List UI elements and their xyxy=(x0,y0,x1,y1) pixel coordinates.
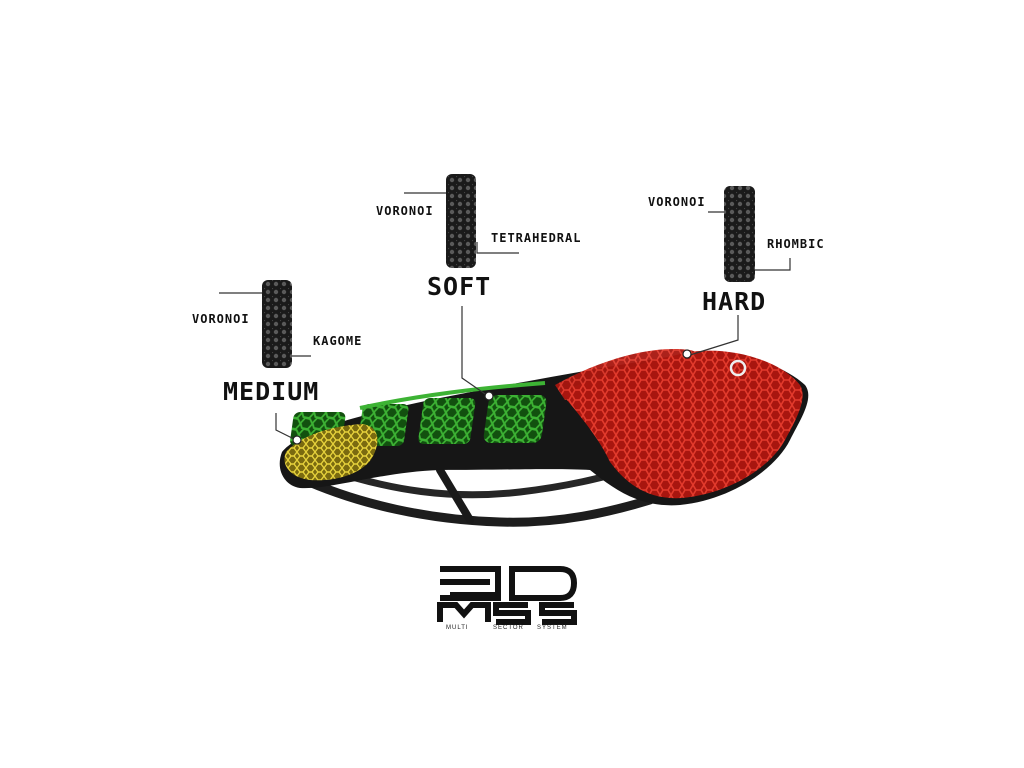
medium-zone-title: MEDIUM xyxy=(223,377,320,406)
lattice-sample-icon xyxy=(446,174,476,268)
hard-structure-a-label: VORONOI xyxy=(648,195,706,209)
soft-structure-a-label: VORONOI xyxy=(376,204,434,218)
soft-structure-b-label: TETRAHEDRAL xyxy=(491,231,582,245)
medium-structure-a-label: VORONOI xyxy=(192,312,250,326)
soft-zone-title: SOFT xyxy=(427,272,492,301)
brand-emblem-icon xyxy=(729,359,747,377)
medium-zone-lattice xyxy=(284,424,378,481)
logo-word-system: SYSTEM xyxy=(537,625,568,631)
callout-dots xyxy=(292,349,692,445)
hard-zone-lattice xyxy=(560,350,803,499)
logo-word-sector: SECTOR xyxy=(493,625,524,631)
hard-structure-b-label: RHOMBIC xyxy=(767,237,825,251)
lattice-sample-icon xyxy=(262,280,292,368)
saddle-rails xyxy=(295,466,655,527)
callout-lines xyxy=(219,192,791,441)
medium-structure-b-label: KAGOME xyxy=(313,334,363,348)
hard-zone-top xyxy=(555,349,700,400)
logo-word-multi: MULTI xyxy=(446,625,469,631)
lattice-sample-icon xyxy=(724,186,755,282)
logo-mark xyxy=(437,566,578,625)
hard-zone-title: HARD xyxy=(702,287,767,316)
